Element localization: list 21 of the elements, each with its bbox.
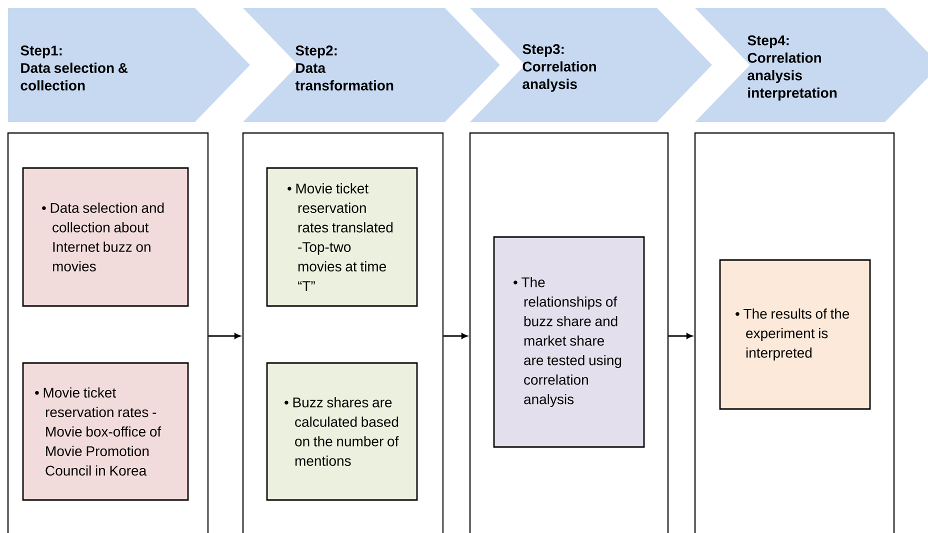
arrow bbox=[208, 333, 241, 339]
text-box: • The relationships of buzz share and market share are tested using correlation analysis bbox=[493, 236, 645, 448]
text-box: • Buzz shares are calculated based on the number of mentions bbox=[266, 362, 418, 501]
column-box bbox=[242, 132, 444, 533]
node-label: Step2: bbox=[296, 46, 337, 58]
column-box bbox=[469, 132, 669, 533]
text-box: • Movie ticket reservation rates - Movie box-office of Movie Promotion Council in Korea bbox=[22, 362, 189, 501]
text-box: • Movie ticket reservation rates translated -Top-two movies at time “T” bbox=[266, 167, 418, 307]
step-banner: Step2: Data transformation bbox=[243, 8, 500, 122]
column-box bbox=[694, 132, 895, 533]
column-box bbox=[7, 132, 209, 533]
step-banner: Step4: Correlation analysis interpretation bbox=[695, 8, 928, 122]
text-box: • Data selection and collection about Internet buzz on movies bbox=[22, 167, 189, 307]
node-label: Step3: bbox=[522, 44, 564, 57]
arrow bbox=[668, 333, 693, 339]
step-banner: Step3: Correlation analysis bbox=[470, 8, 712, 122]
step-banner: Step1: Data selection & collection bbox=[8, 8, 250, 122]
node-label: Correlation analysis bbox=[522, 61, 596, 92]
text-box: • The results of the experiment is interpreted bbox=[719, 259, 871, 410]
node-label: Data transformation bbox=[295, 63, 394, 90]
arrow bbox=[444, 333, 468, 339]
